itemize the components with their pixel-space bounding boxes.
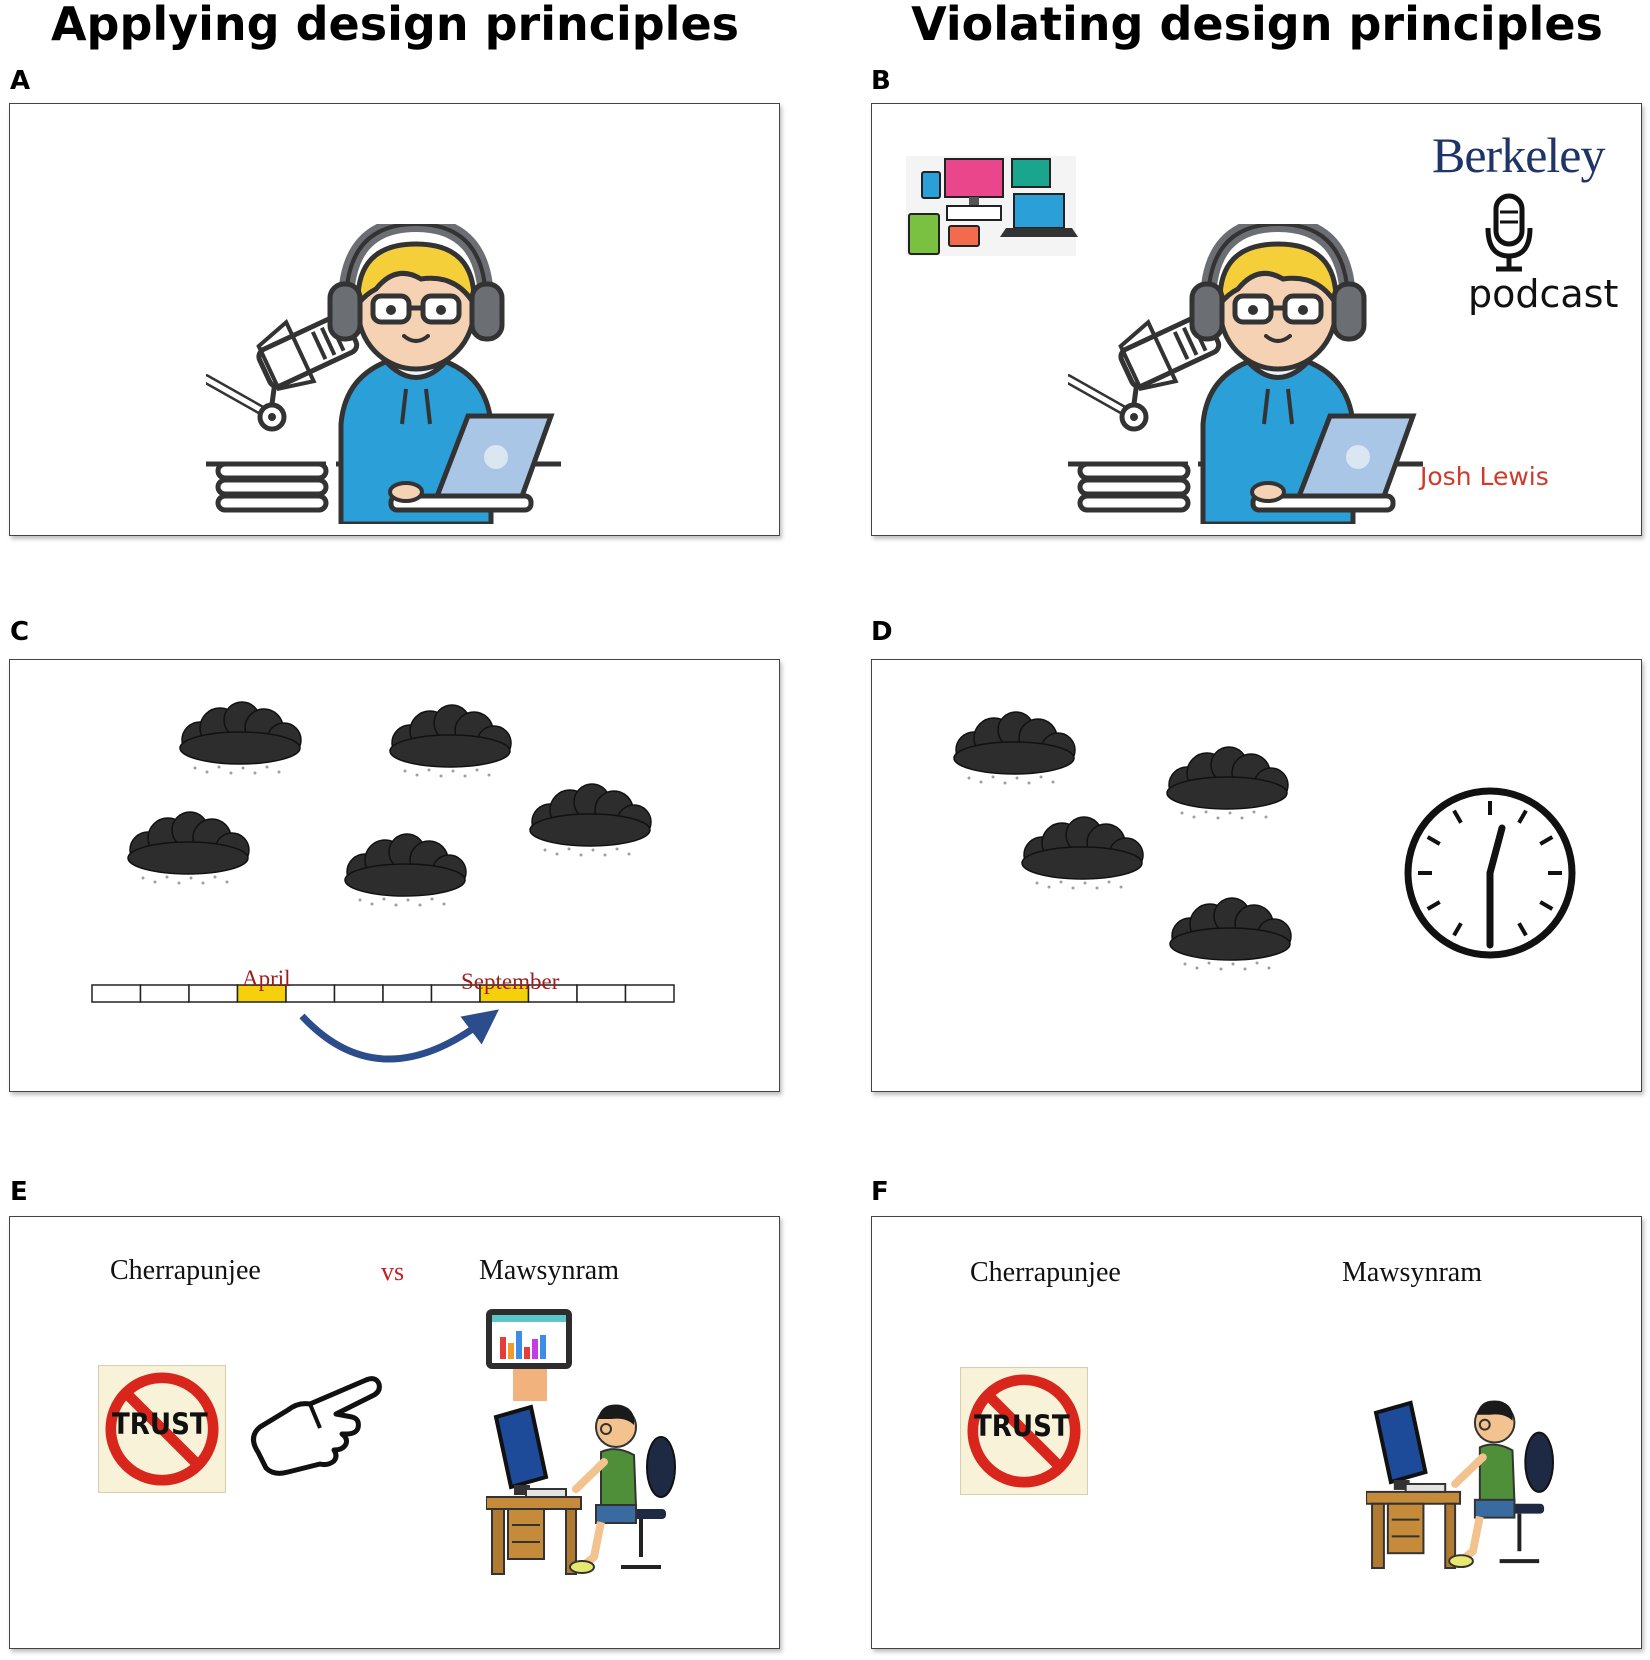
place-right-label: Mawsynram <box>1342 1257 1482 1288</box>
panel-f: Cherrapunjee Mawsynram TRUST <box>871 1216 1642 1649</box>
month-start-label: April <box>242 966 291 991</box>
podcaster-illustration-cluttered <box>906 156 1533 536</box>
clock-tick <box>1426 835 1441 846</box>
panel-letter-c: C <box>10 617 30 647</box>
clock-tick <box>1539 835 1554 846</box>
timeline-cell <box>333 984 384 1003</box>
rainfall-clock-diagram <box>953 711 1576 972</box>
worker-at-computer-icon <box>486 1405 675 1574</box>
month-timeline <box>91 984 675 1003</box>
panel-letter-e: E <box>10 1177 28 1207</box>
clock-tick <box>1426 900 1441 911</box>
cloud-icon <box>1166 746 1289 821</box>
shift-arrow-icon <box>299 1009 499 1063</box>
place-right-label: Mawsynram <box>479 1255 619 1286</box>
panel-a <box>9 103 780 536</box>
clock-tick <box>1452 809 1463 824</box>
panel-b: Berkeley podcast Josh Lewis <box>871 103 1642 536</box>
timeline-cell <box>382 984 433 1003</box>
panel-letter-b: B <box>871 66 891 96</box>
cloud-icon <box>179 701 302 776</box>
panel-letter-d: D <box>871 617 893 647</box>
panel-letter-f: F <box>871 1177 889 1207</box>
panel-c: April September <box>9 659 780 1092</box>
panel-d <box>871 659 1642 1092</box>
place-left-label: Cherrapunjee <box>110 1255 261 1286</box>
place-left-label: Cherrapunjee <box>970 1257 1121 1288</box>
timeline-cell <box>91 984 142 1003</box>
clock-tick <box>1517 809 1528 824</box>
podcast-label: podcast <box>1468 272 1619 316</box>
comparison-illustration <box>10 1309 780 1649</box>
panel-e: Cherrapunjee vs Mawsynram TRUST <box>9 1216 780 1649</box>
pointing-hand-icon <box>251 1376 382 1476</box>
clock-hand <box>1486 824 1506 877</box>
clock-icon <box>1404 787 1576 959</box>
microphone-icon <box>1485 193 1533 272</box>
rainfall-timeline-diagram <box>91 701 675 1063</box>
cloud-icon <box>953 711 1076 786</box>
cloud-icon <box>127 811 250 886</box>
heading-applying: Applying design principles <box>50 0 740 51</box>
month-end-label: September <box>461 969 560 994</box>
cloud-icon <box>1169 897 1292 972</box>
timeline-cell <box>139 984 190 1003</box>
panel-letter-a: A <box>10 66 31 96</box>
presenter-name: Josh Lewis <box>1420 462 1549 491</box>
podcaster-illustration <box>10 104 780 536</box>
trust-stamp-text: TRUST <box>112 1407 208 1441</box>
timeline-cell <box>285 984 336 1003</box>
berkeley-logo: Berkeley <box>1432 127 1605 183</box>
cloud-icon <box>389 704 512 779</box>
cloud-icon <box>529 783 652 858</box>
cloud-icon <box>1021 816 1144 891</box>
timeline-cell <box>624 984 675 1003</box>
versus-label: vs <box>381 1257 405 1286</box>
timeline-cell <box>576 984 627 1003</box>
trust-stamp-text: TRUST <box>974 1409 1070 1443</box>
clock-tick <box>1517 922 1528 937</box>
worker-at-computer-icon <box>1366 1400 1553 1568</box>
clock-tick <box>1452 922 1463 937</box>
devices-icon <box>906 156 1078 256</box>
clock-tick <box>1539 900 1554 911</box>
chart-tablet-icon <box>486 1309 572 1401</box>
cloud-icon <box>344 833 467 908</box>
heading-violating: Violating design principles <box>911 0 1603 51</box>
timeline-cell <box>188 984 239 1003</box>
